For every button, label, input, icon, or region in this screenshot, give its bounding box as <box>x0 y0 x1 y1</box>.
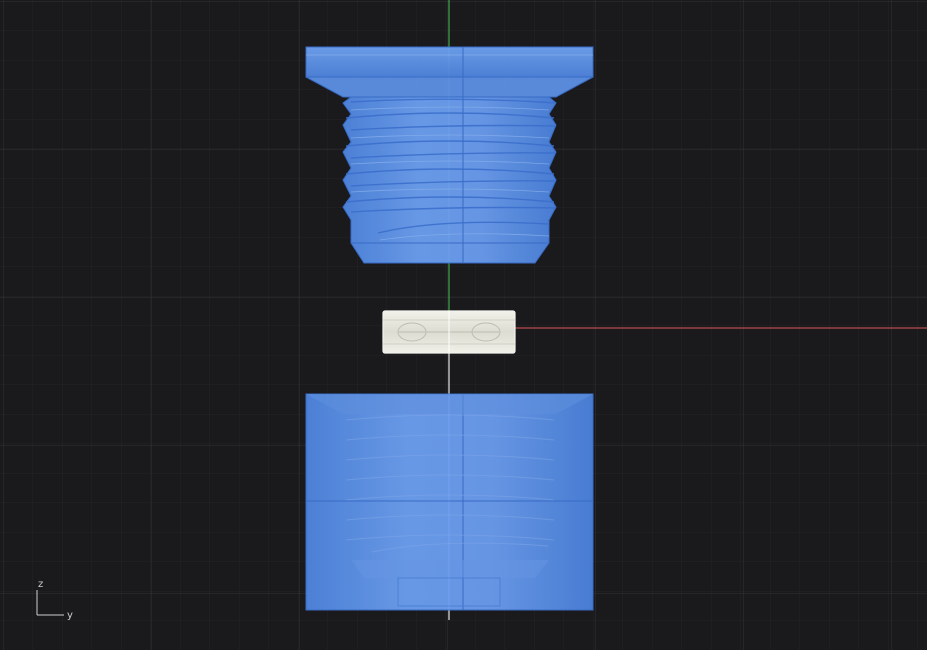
small-nut-center[interactable] <box>382 310 516 354</box>
threaded-socket-bottom[interactable] <box>305 393 594 611</box>
gizmo-z-label: z <box>38 579 43 590</box>
gizmo-y-label: y <box>67 610 73 621</box>
axis-orientation-gizmo: z y <box>36 579 73 621</box>
threaded-plug-top[interactable] <box>305 46 594 264</box>
